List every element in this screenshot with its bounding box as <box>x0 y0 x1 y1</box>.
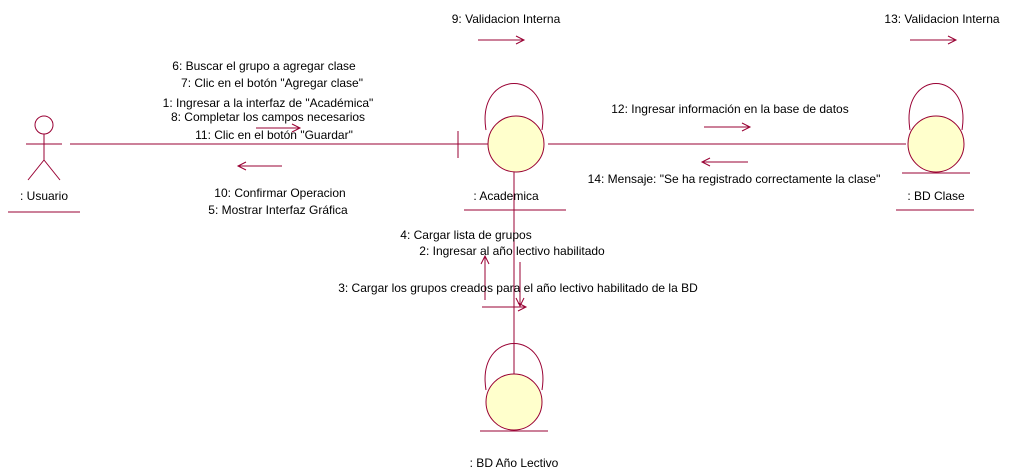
actor-label: : Usuario <box>20 189 68 203</box>
arrow-down-academica-bdanio <box>515 262 525 308</box>
message-12: 12: Ingresar información en la base de d… <box>611 102 848 116</box>
academica-label: : Academica <box>473 189 539 203</box>
message-11: 11: Clic en el botón "Guardar" <box>195 128 353 142</box>
bdanio-label: : BD Año Lectivo <box>470 456 559 470</box>
self-loop-bdanio <box>484 343 544 391</box>
entity-bdanio-icon[interactable] <box>480 373 548 432</box>
message-5: 5: Mostrar Interfaz Gráfica <box>208 203 348 217</box>
arrow-right-academica-bdclase <box>704 122 752 132</box>
arrow-left-bdclase-academica <box>700 157 748 167</box>
message-6: 6: Buscar el grupo a agregar clase <box>172 59 356 73</box>
arrow-validacion-bdclase <box>910 35 958 45</box>
message-10: 10: Confirmar Operacion <box>214 186 345 200</box>
message-9: 9: Validacion Interna <box>452 12 561 26</box>
self-loop-bdclase <box>908 83 964 131</box>
message-2: 2: Ingresar al año lectivo habilitado <box>419 244 605 258</box>
bdclase-label: : BD Clase <box>907 189 965 203</box>
message-7: 7: Clic en el botón "Agregar clase" <box>181 76 363 90</box>
arrow-right-bdanio-loop <box>482 302 528 312</box>
message-14: 14: Mensaje: "Se ha registrado correctam… <box>588 172 881 186</box>
actor-usuario-icon[interactable] <box>26 115 62 181</box>
message-8: 8: Completar los campos necesarios <box>171 110 365 124</box>
arrow-validacion-academica <box>478 35 526 45</box>
arrow-right-usuario-academica <box>256 123 302 133</box>
entity-bdclase-icon[interactable] <box>902 115 970 174</box>
arrow-up-bdanio-academica <box>480 254 490 300</box>
message-3: 3: Cargar los grupos creados para el año… <box>338 281 698 295</box>
self-loop-academica <box>484 83 544 131</box>
entity-academica-icon[interactable] <box>487 115 545 173</box>
message-1: 1: Ingresar a la interfaz de "Académica" <box>163 96 374 110</box>
arrow-left-academica-usuario <box>236 161 282 171</box>
message-13: 13: Validacion Interna <box>884 12 1000 26</box>
message-4: 4: Cargar lista de grupos <box>400 228 531 242</box>
